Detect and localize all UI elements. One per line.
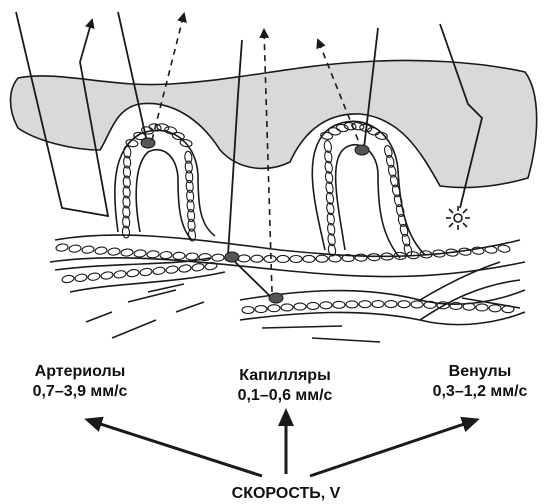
blood-cell: [368, 253, 380, 261]
venules-label: Венулы 0,3–1,2 мм/с: [400, 362, 553, 402]
blood-cell: [268, 305, 280, 312]
blood-cell: [255, 306, 267, 313]
blood-cell: [290, 255, 302, 262]
blood-cell: [242, 307, 254, 314]
blood-cell: [489, 305, 501, 312]
blood-cell: [82, 245, 95, 253]
blood-cell: [187, 200, 195, 213]
blood-cell: [328, 127, 341, 136]
venules-speed: 0,3–1,2 мм/с: [400, 382, 553, 402]
capillaries-name: Капилляры: [205, 366, 365, 386]
blood-cell: [160, 251, 172, 259]
blood-cell: [476, 304, 488, 311]
blood-cell: [212, 254, 224, 262]
blood-cell: [74, 273, 87, 282]
blood-cell: [303, 255, 315, 262]
blood-cell: [251, 255, 263, 262]
blood-cell: [346, 301, 358, 308]
blood-cell: [264, 255, 276, 262]
blood-cell: [152, 266, 165, 275]
blood-cell: [294, 303, 306, 310]
blood-cell: [199, 253, 211, 261]
tissue-layer: [11, 60, 537, 187]
blood-cell: [69, 244, 82, 252]
blood-cell: [187, 209, 195, 222]
arrow-to-venules: [310, 420, 476, 476]
blood-cell: [87, 272, 100, 281]
blood-cell: [281, 304, 293, 311]
blood-cell: [329, 255, 341, 262]
blood-cell: [126, 269, 139, 278]
blood-cell: [372, 301, 384, 308]
blood-cell: [186, 253, 198, 261]
blood-cell: [333, 301, 345, 308]
blood-cell: [320, 302, 332, 309]
blood-cell: [95, 246, 108, 254]
blood-cell: [385, 301, 397, 308]
blood-cell: [498, 244, 511, 252]
arrow-to-arterioles: [88, 420, 262, 476]
blood-cell: [316, 255, 328, 262]
blood-cell: [100, 271, 113, 280]
blood-cell: [355, 254, 367, 261]
blood-cell: [277, 255, 289, 262]
speed-arrows: [88, 412, 476, 476]
blood-cell: [184, 151, 192, 164]
blood-cell: [307, 302, 319, 309]
blood-cell: [375, 131, 388, 140]
blood-cell: [113, 270, 126, 279]
capillaries-label: Капилляры 0,1–0,6 мм/с: [205, 366, 365, 406]
blood-cell: [147, 250, 160, 258]
speed-title: СКОРОСТЬ, V: [176, 484, 396, 504]
arterioles-speed: 0,7–3,9 мм/с: [0, 382, 160, 402]
blood-cell: [56, 243, 69, 252]
blood-cell: [186, 190, 194, 203]
blood-cell: [185, 161, 193, 174]
blood-cell: [134, 249, 147, 257]
blood-cell: [186, 180, 194, 193]
blood-cell: [238, 255, 250, 262]
arterioles-name: Артериолы: [0, 362, 160, 382]
blood-cell: [359, 301, 371, 308]
blood-cell: [398, 301, 410, 308]
blood-cell: [61, 275, 74, 284]
capillaries-speed: 0,1–0,6 мм/с: [205, 386, 365, 406]
blood-cell: [411, 301, 423, 308]
blood-cell: [121, 248, 134, 256]
blood-cell: [185, 170, 193, 183]
venules-name: Венулы: [400, 362, 553, 382]
arterioles-label: Артериолы 0,7–3,9 мм/с: [0, 362, 160, 402]
blood-cell: [139, 267, 152, 276]
blood-cell: [191, 263, 204, 272]
blood-cell: [178, 264, 191, 273]
blood-cell: [108, 248, 121, 256]
blood-cell: [173, 252, 185, 260]
light-source-icon: [446, 206, 470, 230]
blood-cell: [336, 124, 349, 133]
blood-cell: [165, 265, 178, 274]
blood-cell: [188, 219, 196, 232]
